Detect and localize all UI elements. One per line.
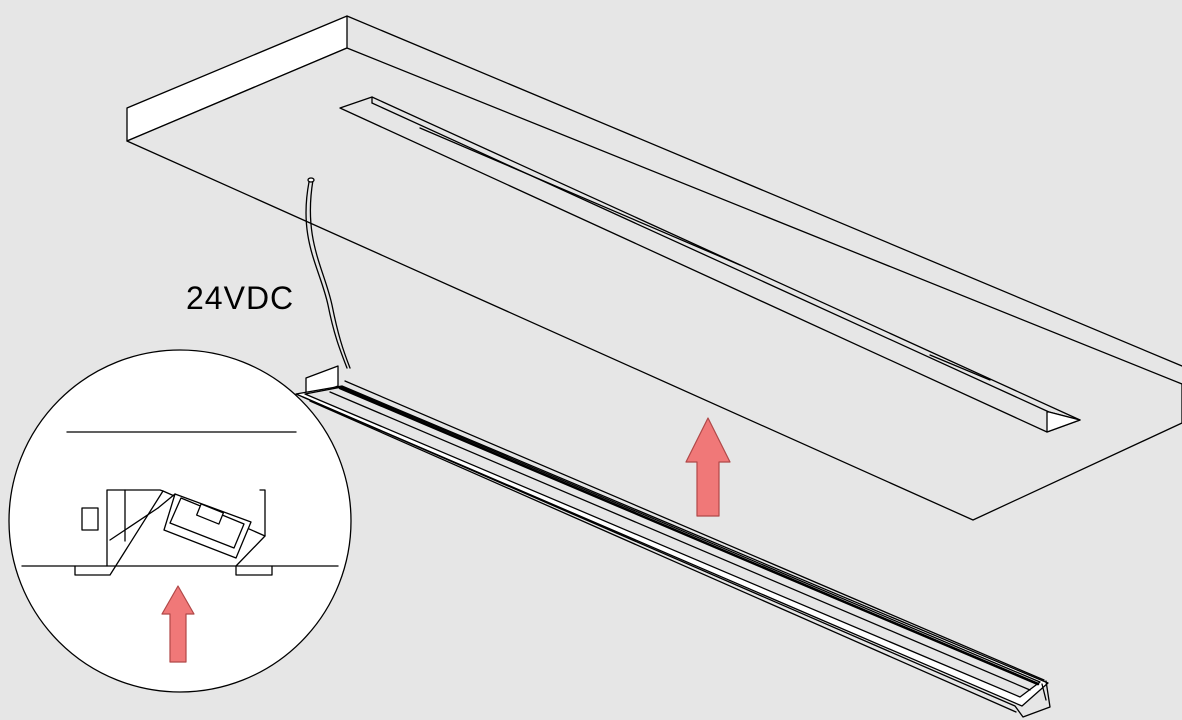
power-cable	[305, 181, 348, 369]
mounting-arrow-main	[685, 417, 731, 517]
mounting-arrow-detail	[161, 585, 195, 663]
voltage-label: 24VDC	[186, 280, 294, 316]
ceiling-panel-bottom-face	[126, 47, 1182, 521]
detail-inset	[8, 349, 352, 693]
profile-end-cap	[305, 365, 339, 399]
ceiling-panel	[126, 15, 1182, 521]
led-profile	[295, 365, 1051, 718]
ceiling-slot	[339, 96, 1081, 433]
